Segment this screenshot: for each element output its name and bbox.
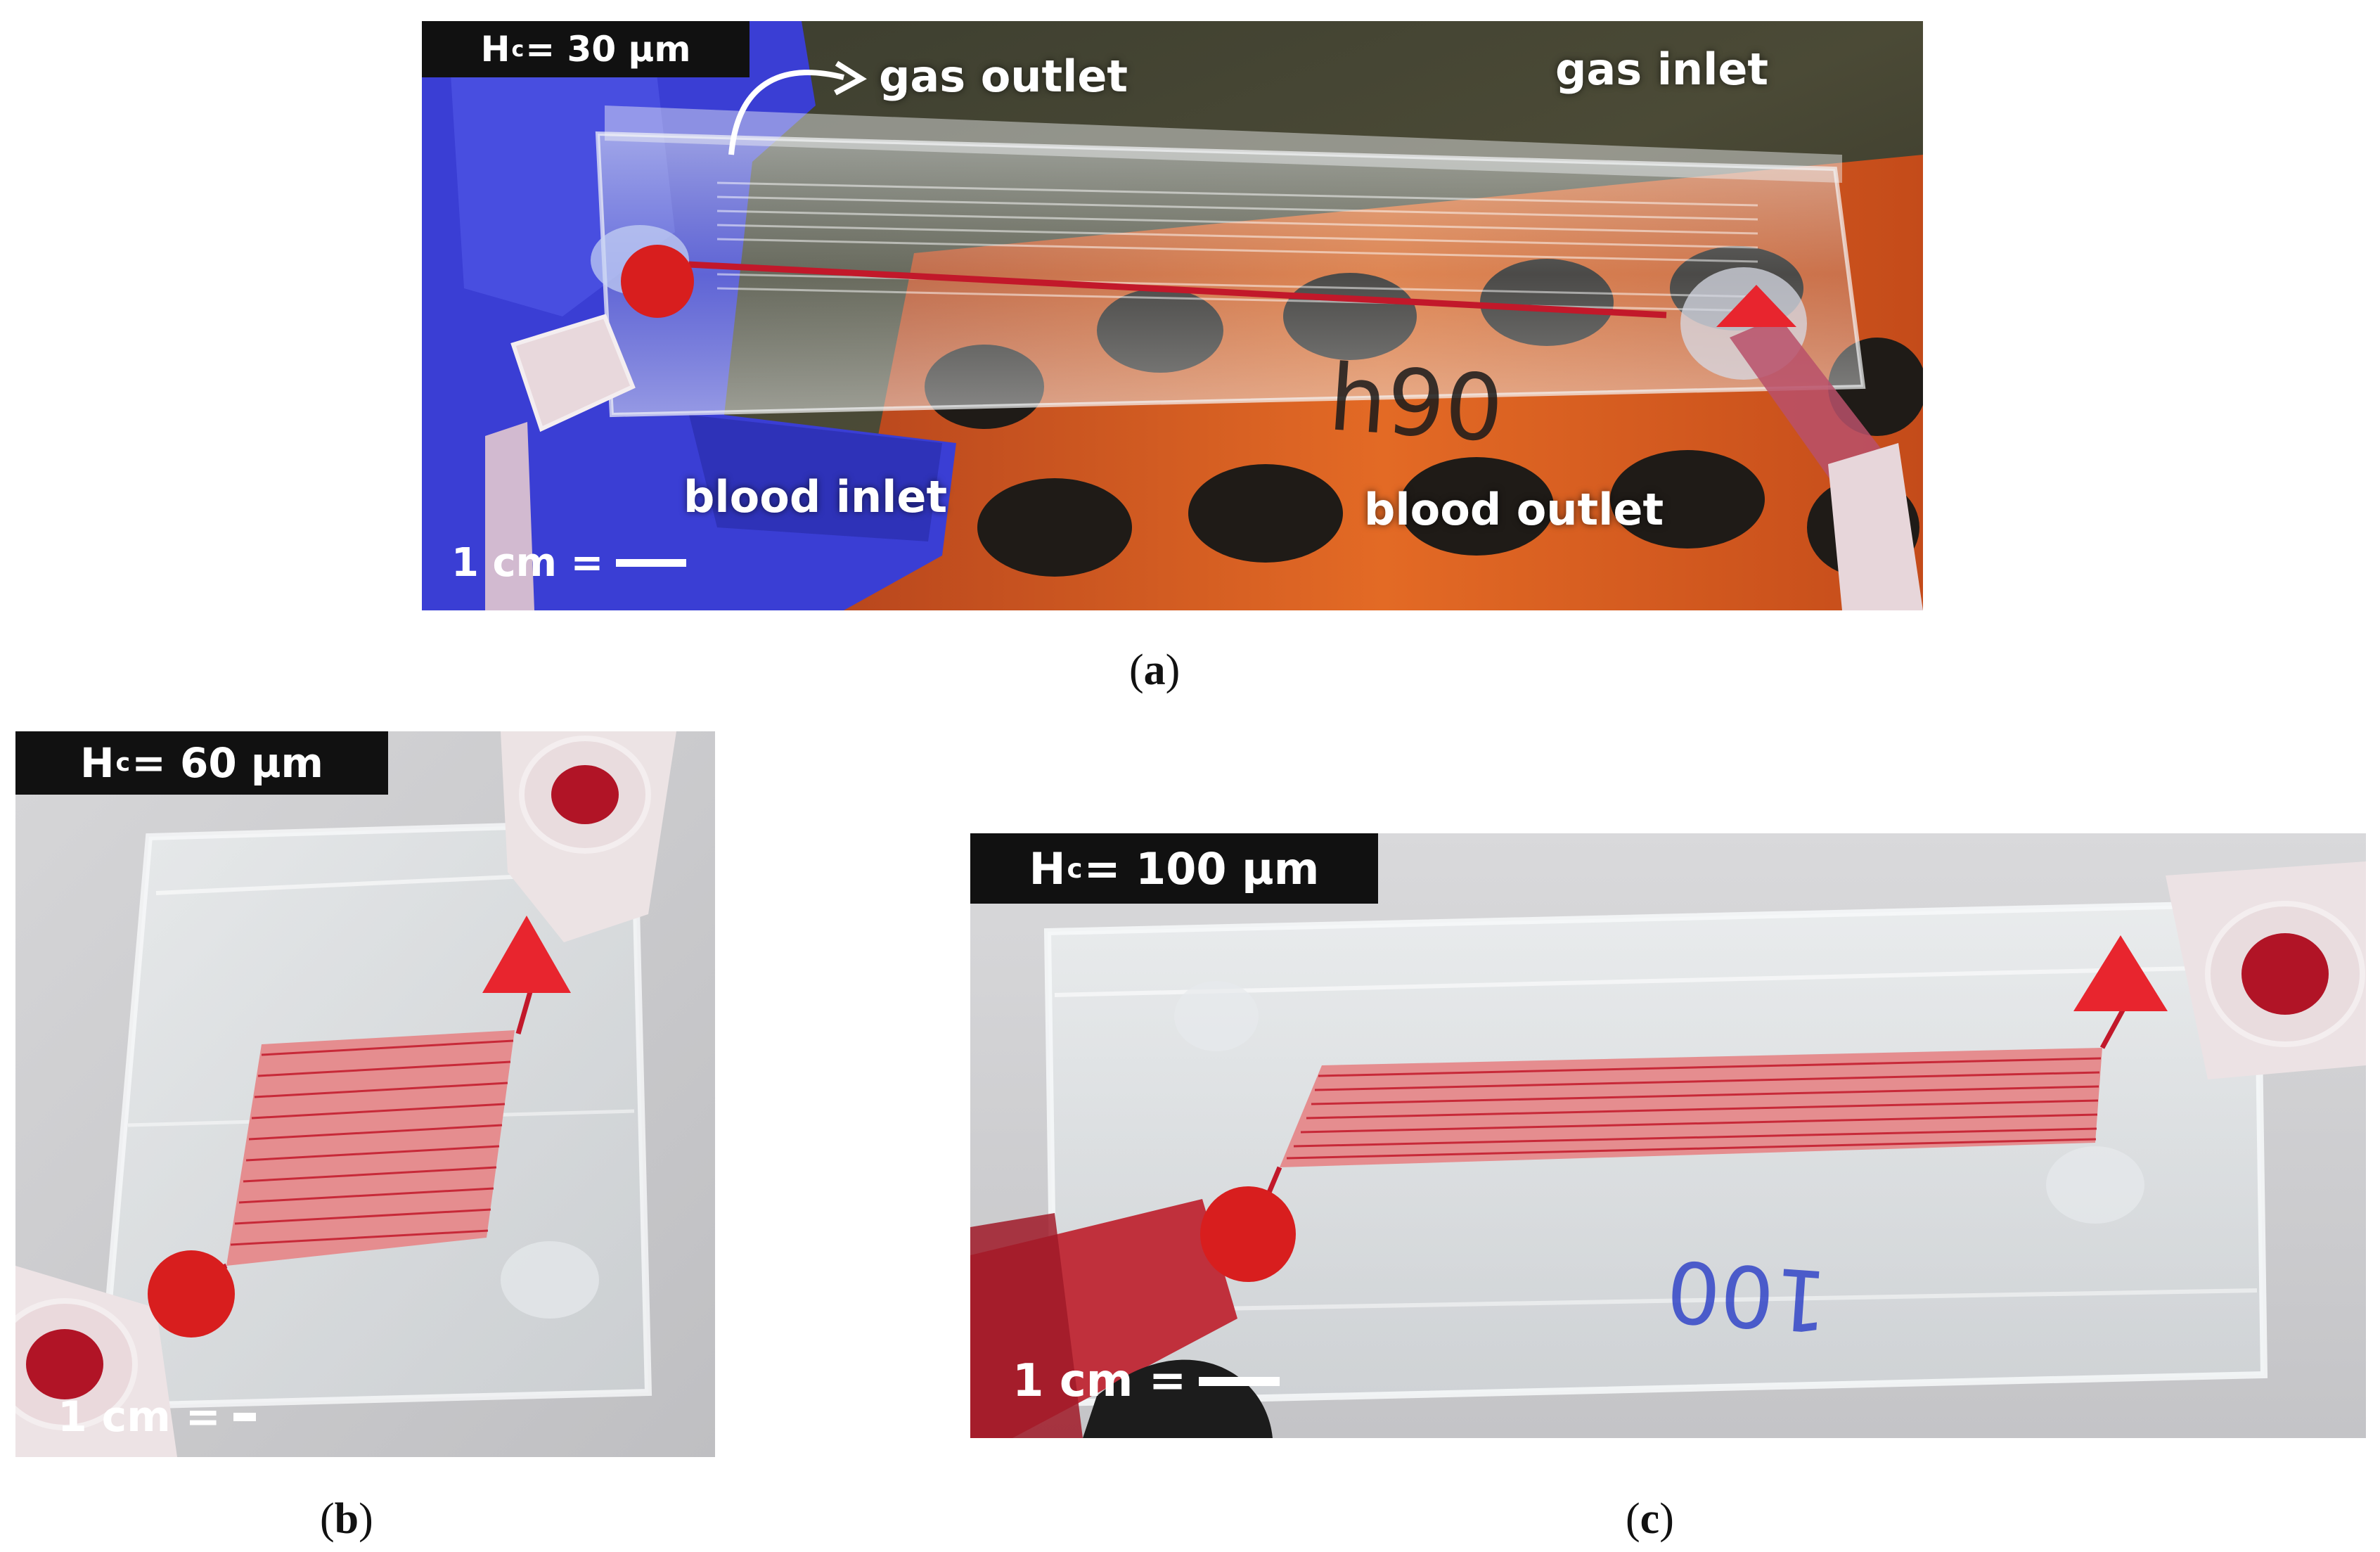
device-mark-a: h90 <box>1325 344 1507 463</box>
blood-outlet-marker-c <box>2073 935 2168 1011</box>
gas-inlet-label: gas inlet <box>1555 44 1769 95</box>
blood-outlet-label: blood outlet <box>1364 484 1664 535</box>
scale-bar-b: 1 cm = <box>58 1392 256 1442</box>
panel-b-image <box>15 731 715 1457</box>
blood-inlet-marker-a <box>621 245 694 318</box>
panel-c-image: 100 <box>970 833 2366 1438</box>
gas-outlet-label: gas outlet <box>879 51 1128 102</box>
device-mark-c: 100 <box>1664 1240 1831 1349</box>
blood-outlet-marker-b <box>482 916 571 993</box>
caption-b: (b) <box>320 1495 373 1543</box>
caption-a: (a) <box>1129 646 1181 694</box>
blood-inlet-label: blood inlet <box>683 471 948 522</box>
caption-c: (c) <box>1626 1495 1674 1543</box>
scale-bar-a: 1 cm = <box>451 540 687 586</box>
scale-bar-c: 1 cm = <box>1012 1355 1280 1407</box>
blood-outlet-marker-a <box>1716 285 1796 327</box>
blood-inlet-marker-c <box>1200 1186 1296 1282</box>
blood-inlet-marker-b <box>148 1250 235 1338</box>
panel-a-image: h90 <box>422 21 1923 610</box>
